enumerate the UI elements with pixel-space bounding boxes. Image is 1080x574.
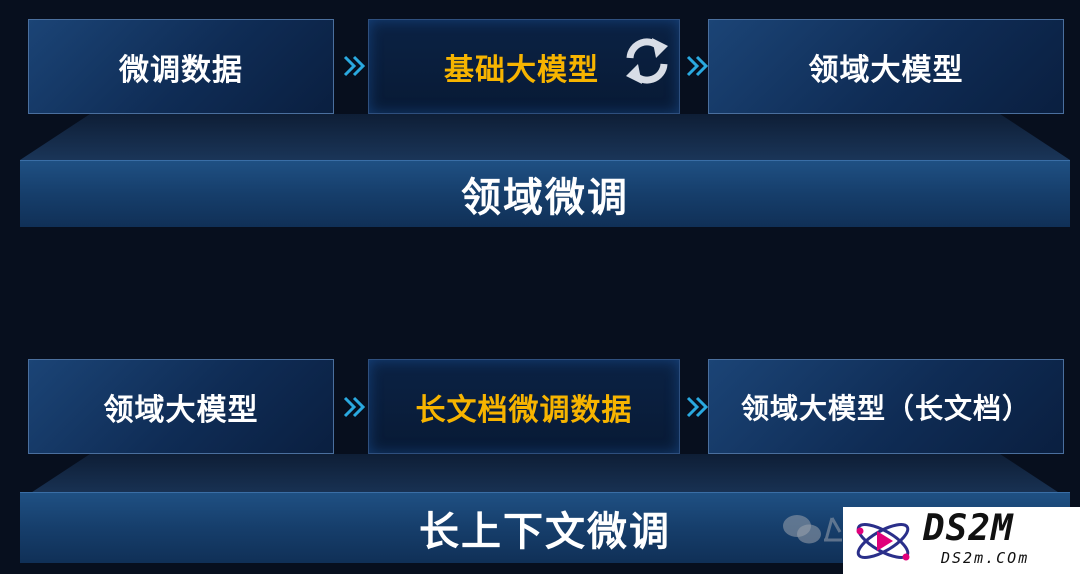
long-doc-data-box: 长文档微调数据 bbox=[368, 359, 680, 454]
chevron-right-double-icon bbox=[686, 396, 709, 418]
finetune-data-box: 微调数据 bbox=[28, 19, 334, 114]
watermark-subtitle: DS2m.COm bbox=[941, 549, 1030, 567]
chevron-right-double-icon bbox=[343, 55, 366, 77]
watermark-title: DS2M bbox=[923, 508, 1014, 549]
wechat-icon bbox=[783, 515, 842, 544]
domain-model-long-doc-box: 领域大模型（长文档） bbox=[708, 359, 1064, 454]
refresh-cycle-icon bbox=[626, 38, 668, 84]
base-model-box: 基础大模型 bbox=[368, 19, 680, 114]
watermark-logo-box: DS2M DS2m.COm bbox=[843, 507, 1080, 574]
domain-model-input-box: 领域大模型 bbox=[28, 359, 334, 454]
base-model-label: 基础大模型 bbox=[444, 52, 599, 88]
atom-logo-icon bbox=[856, 523, 910, 561]
chevron-right-double-icon bbox=[686, 55, 709, 77]
domain-model-box: 领域大模型 bbox=[708, 19, 1064, 114]
chevron-right-double-icon bbox=[343, 396, 366, 418]
platform-label-1: 领域微调 bbox=[20, 160, 1070, 227]
platform-top-1 bbox=[20, 114, 1070, 160]
